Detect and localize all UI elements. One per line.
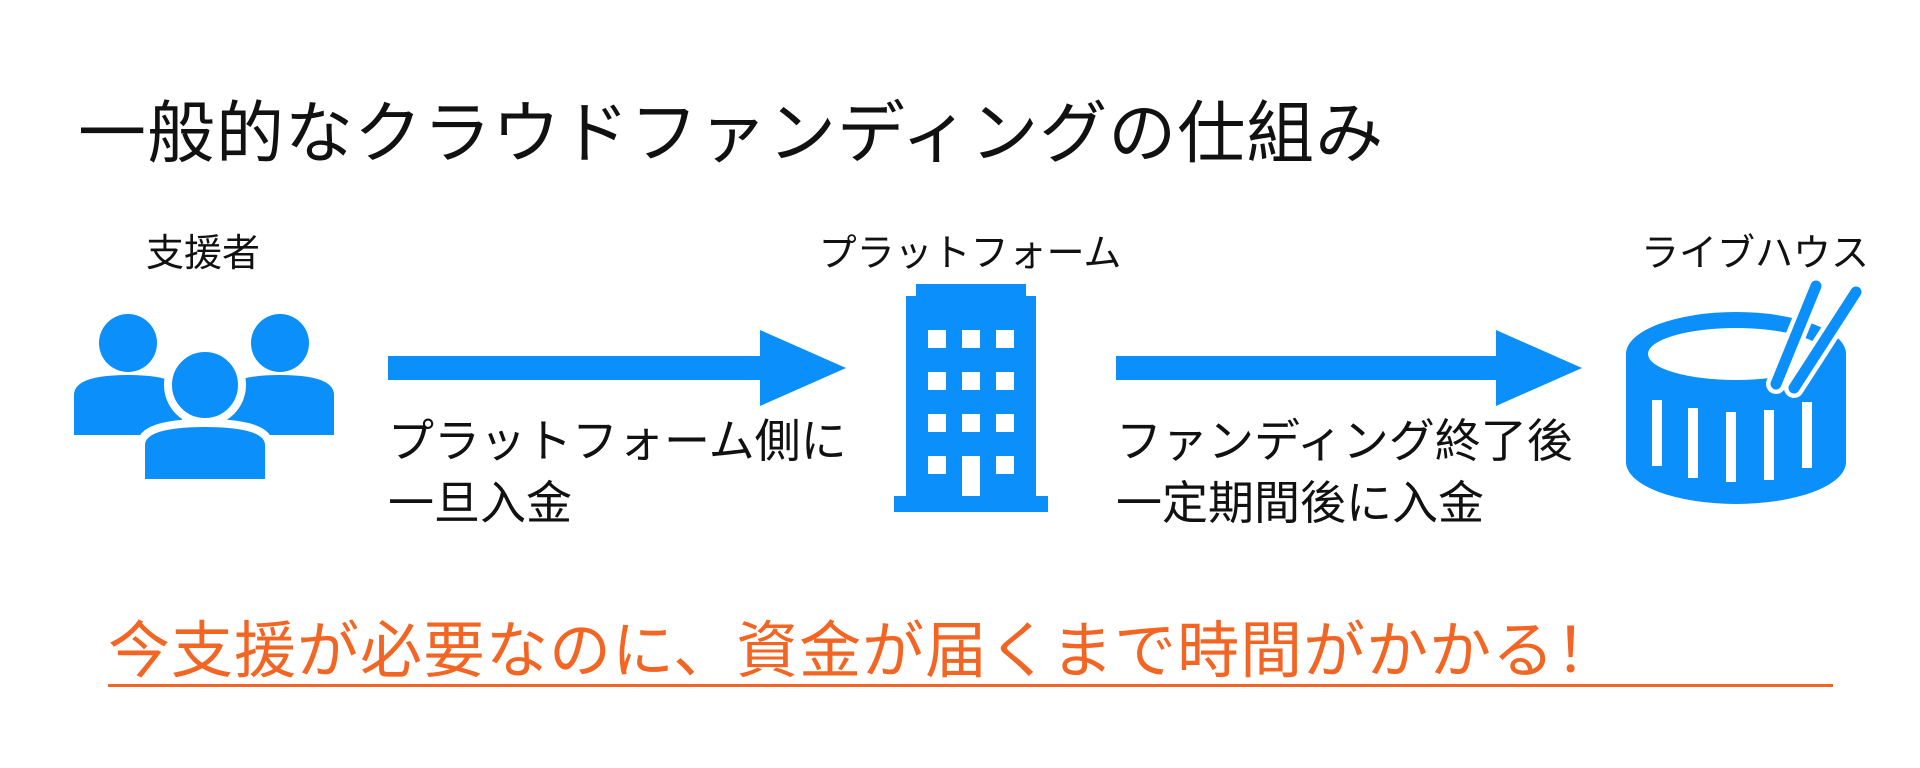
arrow-2-note: ファンディング終了後 一定期間後に入金: [1116, 410, 1573, 534]
page-title: 一般的なクラウドファンディングの仕組み: [78, 95, 1385, 174]
arrow-1-note-line-2: 一旦入金: [388, 476, 572, 530]
arrow-2-note-line-2: 一定期間後に入金: [1116, 476, 1484, 530]
people-group-icon: [74, 314, 334, 485]
office-building-icon: [894, 284, 1048, 512]
arrow-1-note: プラットフォーム側に 一旦入金: [388, 410, 847, 534]
message-underline: [108, 684, 1833, 687]
arrow-platform-to-livehouse: [1116, 330, 1582, 406]
platform-label: プラットフォーム: [818, 231, 1122, 275]
arrow-2-note-line-1: ファンディング終了後: [1116, 414, 1573, 468]
arrow-supporters-to-platform: [388, 330, 846, 406]
supporters-label: 支援者: [145, 231, 261, 275]
livehouse-label: ライブハウス: [1640, 231, 1870, 275]
drum-icon: [1626, 276, 1864, 504]
arrow-1-note-line-1: プラットフォーム側に: [388, 414, 847, 468]
warning-message: 今支援が必要なのに、資金が届くまで時間がかかる！: [108, 614, 1619, 687]
